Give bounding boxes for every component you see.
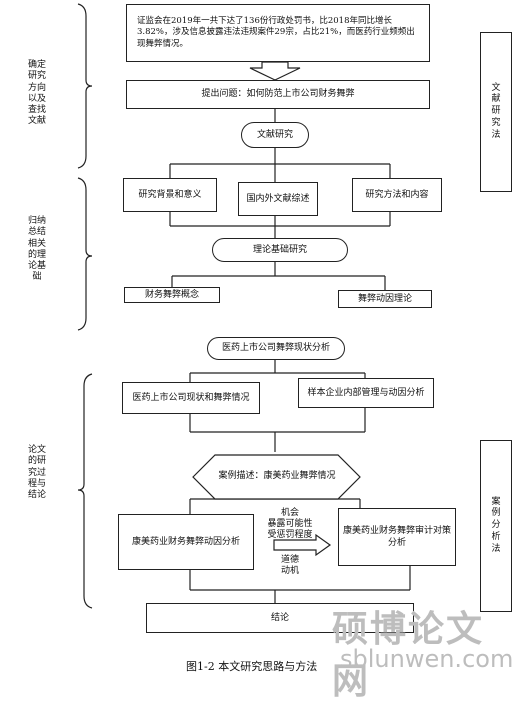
case-left-box: 康美药业财务舞弊动因分析	[118, 514, 254, 570]
arrow-label-ethics: 道德	[280, 555, 299, 565]
theory-box-concept: 财务舞弊概念	[124, 287, 220, 303]
down-arrow-1	[249, 61, 301, 81]
right-arrow	[273, 533, 332, 557]
problem-box: 提出问题：如何防范上市公司财务舞弊	[126, 80, 430, 109]
phase-label-2: 归纳总结相关的理论基础	[27, 216, 46, 283]
case-hexagon	[192, 454, 361, 500]
phase-label-3: 论文的研究过程与结论	[27, 445, 46, 500]
method-box-literature: 文献研究法	[480, 32, 512, 192]
figure-caption: 图1-2 本文研究思路与方法	[186, 660, 318, 673]
top-description-box: 证监会在2019年一共下达了136份行政处罚书，比2018年同比增长3.82%，…	[126, 4, 430, 62]
phase-label-1: 确定研究方向以及查找文献	[27, 60, 46, 127]
method-box-case: 案例分析法	[480, 440, 512, 612]
case-description: 案例描述：康美药业舞弊情况	[218, 471, 336, 481]
lit-box-background: 研究背景和意义	[123, 178, 217, 212]
method-label-literature: 文献研究法	[491, 82, 501, 140]
status-box-sample: 样本企业内部管理与动因分析	[298, 378, 434, 408]
status-analysis-box: 医药上市公司舞弊现状分析	[207, 337, 345, 360]
lit-box-methods: 研究方法和内容	[352, 178, 442, 212]
method-label-case: 案例分析法	[491, 496, 501, 554]
connector-layer	[77, 3, 411, 609]
brace-1	[77, 3, 93, 169]
status-box-current: 医药上市公司现状和舞弊情况	[122, 382, 260, 414]
watermark-en: sblunwen.com	[340, 645, 514, 673]
theory-basis-box: 理论基础研究	[212, 238, 348, 262]
theory-box-motive: 舞弊动因理论	[338, 290, 432, 308]
arrow-label-punishment: 受惩罚程度	[267, 530, 313, 540]
arrow-label-exposure: 暴露可能性	[267, 519, 313, 529]
flowchart: 确定研究方向以及查找文献 归纳总结相关的理论基础 论文的研究过程与结论 文献研究…	[27, 3, 514, 702]
case-right-box: 康美药业财务舞弊审计对策分析	[338, 508, 456, 566]
literature-research-box: 文献研究	[241, 122, 309, 148]
arrow-label-opportunity: 机会	[280, 508, 299, 518]
brace-3	[77, 373, 93, 609]
lit-box-review: 国内外文献综述	[238, 182, 318, 216]
brace-2	[77, 177, 93, 331]
conclusion-box: 结论	[146, 603, 414, 633]
arrow-label-motive: 动机	[280, 566, 299, 576]
